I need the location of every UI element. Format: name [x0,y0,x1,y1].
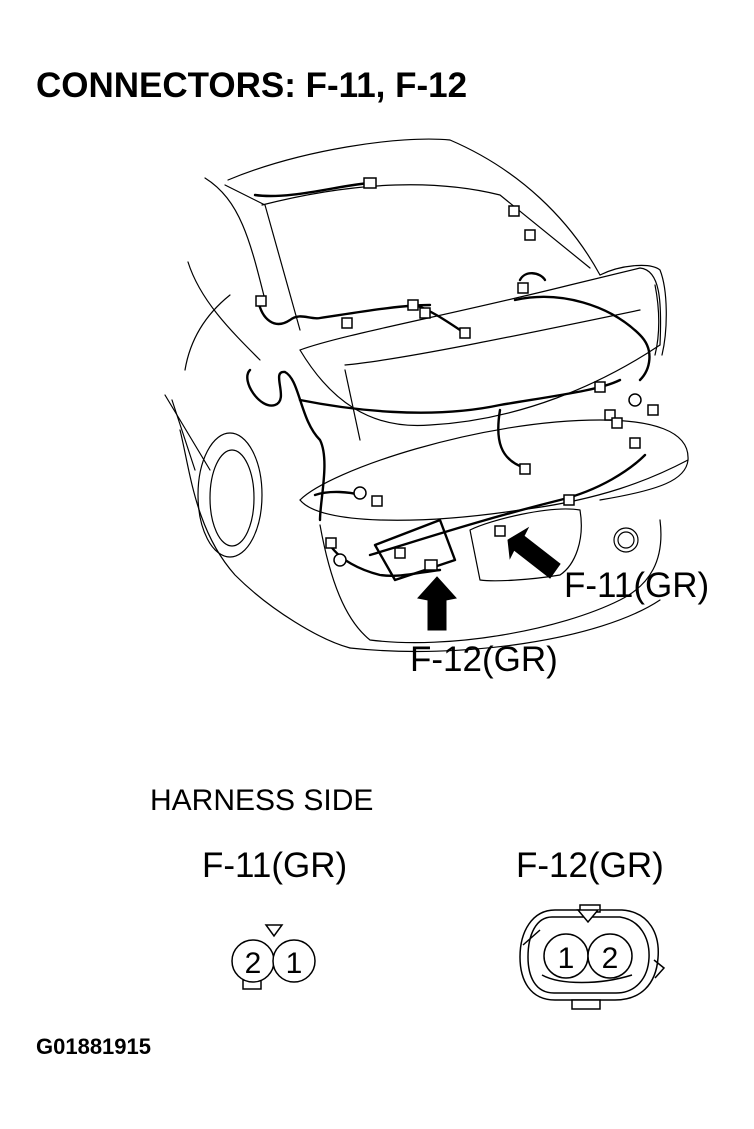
car-rear-illustration [164,138,689,653]
callout-f12-label: F-12(GR) [410,640,558,679]
connector-f12-title: F-12(GR) [516,846,664,885]
harness-side-label: HARNESS SIDE [150,784,374,817]
f12-pin-1: 1 [558,942,575,975]
figure-id: G01881915 [36,1034,151,1059]
callout-f11-label: F-11(GR) [564,566,710,605]
connector-f11-title: F-11(GR) [202,846,348,885]
f11-pin-1: 1 [286,947,303,980]
f12-pin-2: 2 [602,942,619,975]
page-title: CONNECTORS: F-11, F-12 [36,66,468,105]
f11-pin-2: 2 [245,947,262,980]
